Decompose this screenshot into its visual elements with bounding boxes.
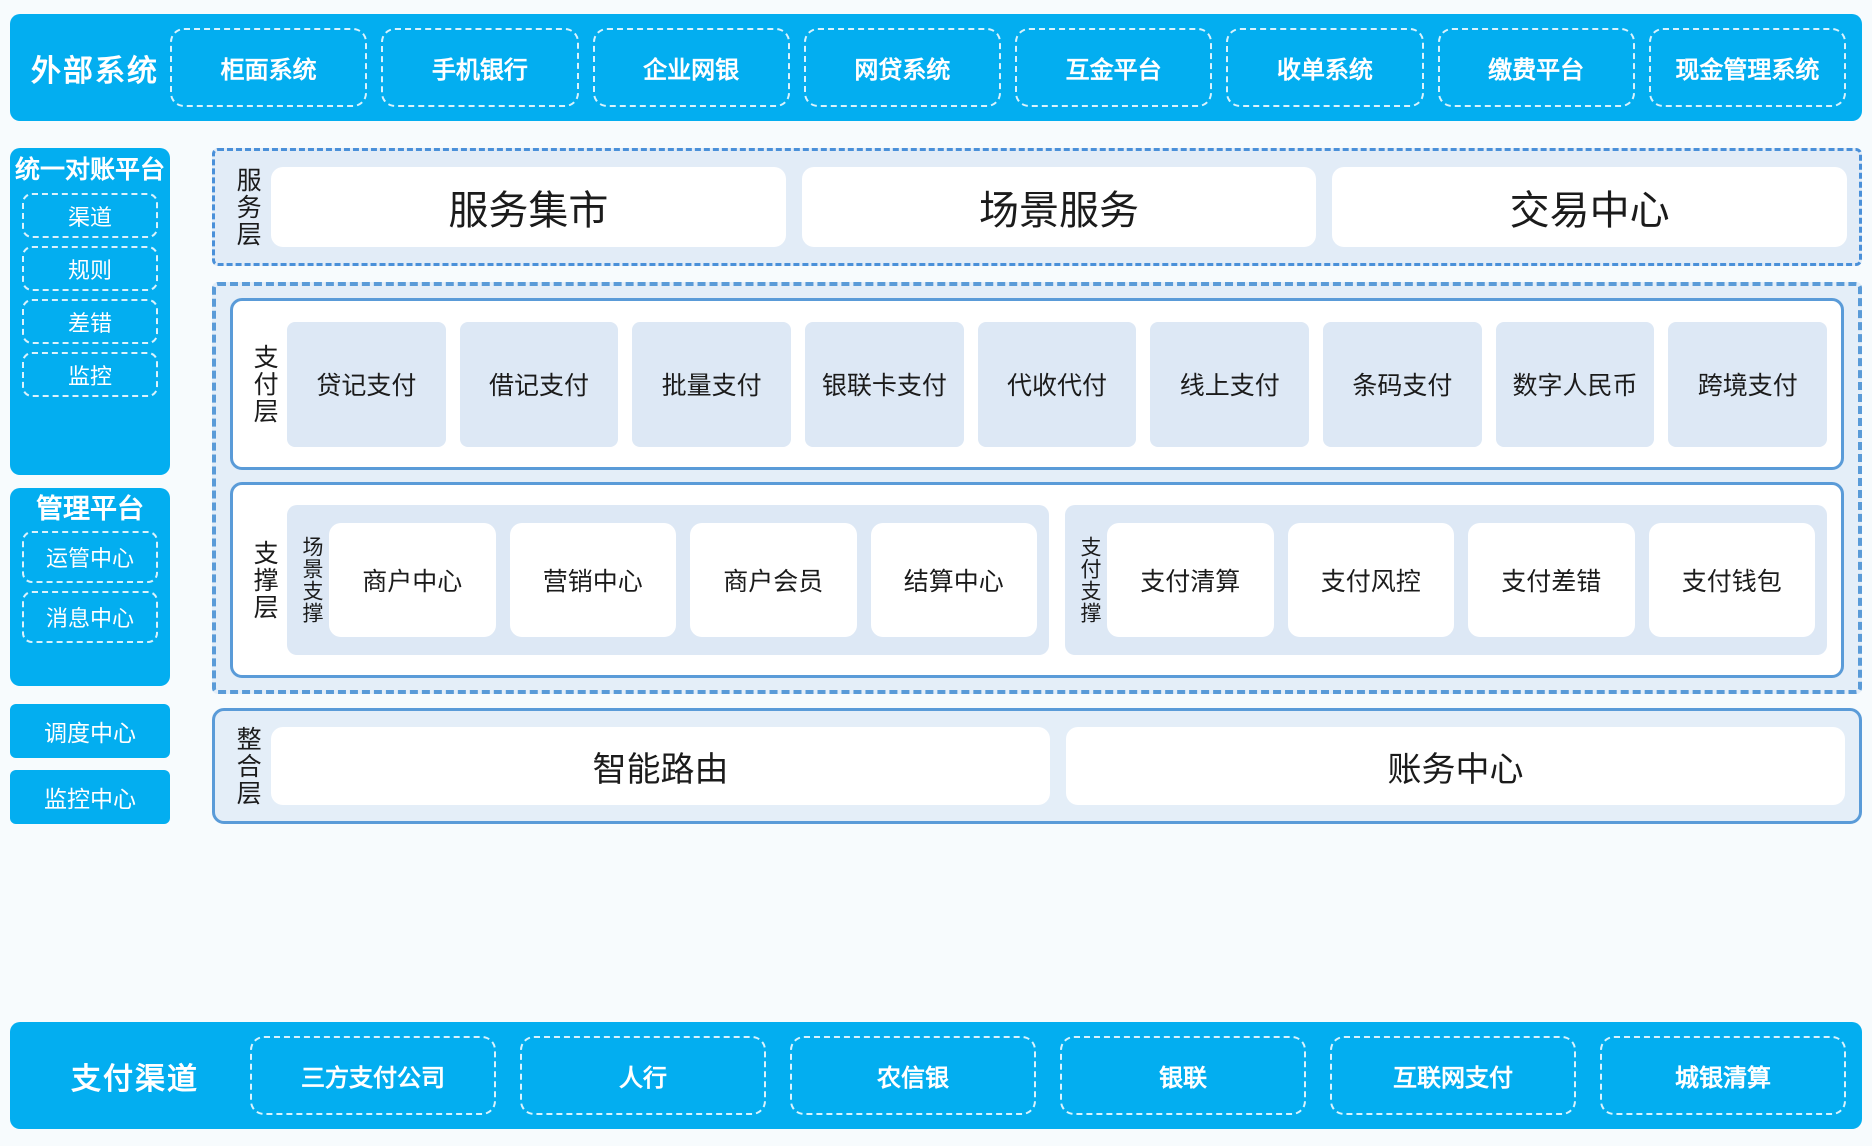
payment-item-barcode-payment[interactable]: 条码支付 <box>1323 321 1482 447</box>
integration-layer-items: 智能路由 账务中心 <box>271 719 1845 813</box>
payment-item-cross-border[interactable]: 跨境支付 <box>1668 321 1828 447</box>
support-layer-label: 支撑层 <box>250 539 279 621</box>
rail-chip-error[interactable]: 差错 <box>22 299 158 344</box>
payment-channel-chip[interactable]: 城银清算 <box>1600 1036 1846 1115</box>
support-group-scenario-items: 商户中心 营销中心 商户会员 结算中心 <box>329 511 1037 649</box>
support-layer: 支撑层 场景支撑 商户中心 营销中心 商户会员 结算中心 支付支撑 <box>230 482 1844 678</box>
support-group-scenario: 场景支撑 商户中心 营销中心 商户会员 结算中心 <box>287 505 1049 655</box>
payment-item-digital-rmb[interactable]: 数字人民币 <box>1495 321 1655 447</box>
support-group-payment-label: 支付支撑 <box>1078 536 1102 625</box>
external-system-chip[interactable]: 现金管理系统 <box>1648 28 1846 107</box>
support-item-payment-error[interactable]: 支付差错 <box>1468 523 1635 637</box>
support-group-payment-items: 支付清算 支付风控 支付差错 支付钱包 <box>1107 511 1815 649</box>
support-item-payment-clearing[interactable]: 支付清算 <box>1107 523 1274 637</box>
support-layer-groups: 场景支撑 商户中心 营销中心 商户会员 结算中心 支付支撑 支付清算 支付风控 … <box>287 493 1827 667</box>
integration-layer: 整合层 智能路由 账务中心 <box>212 708 1862 824</box>
payment-channel-chip[interactable]: 人行 <box>520 1036 766 1115</box>
external-systems-title: 外部系统 <box>31 54 159 88</box>
service-item-service-market[interactable]: 服务集市 <box>271 167 786 247</box>
support-item-payment-wallet[interactable]: 支付钱包 <box>1648 523 1815 637</box>
support-group-payment: 支付支撑 支付清算 支付风控 支付差错 支付钱包 <box>1065 505 1827 655</box>
support-item-settlement-center[interactable]: 结算中心 <box>870 523 1037 637</box>
integration-item-accounting-center[interactable]: 账务中心 <box>1066 727 1845 805</box>
rail-chip-rule[interactable]: 规则 <box>22 246 158 291</box>
support-item-marketing-center[interactable]: 营销中心 <box>509 523 676 637</box>
payment-channel-chip[interactable]: 互联网支付 <box>1330 1036 1576 1115</box>
service-layer-label: 服务层 <box>233 166 262 248</box>
external-system-chip[interactable]: 缴费平台 <box>1437 28 1635 107</box>
service-item-transaction-center[interactable]: 交易中心 <box>1332 167 1848 247</box>
support-item-payment-risk[interactable]: 支付风控 <box>1287 523 1454 637</box>
payment-layer-items: 贷记支付 借记支付 批量支付 银联卡支付 代收代付 线上支付 条码支付 数字人民… <box>287 309 1828 459</box>
external-system-chip[interactable]: 互金平台 <box>1015 28 1213 107</box>
rail-item-monitoring-center[interactable]: 监控中心 <box>10 770 170 824</box>
external-system-chip[interactable]: 企业网银 <box>592 28 790 107</box>
rail-chip-monitor[interactable]: 监控 <box>22 352 158 397</box>
support-item-merchant-center[interactable]: 商户中心 <box>329 523 496 637</box>
payment-channel-band: 支付渠道 三方支付公司 人行 农信银 银联 互联网支付 城银清算 <box>10 1022 1862 1129</box>
service-item-scenario-service[interactable]: 场景服务 <box>801 167 1317 247</box>
support-item-merchant-member[interactable]: 商户会员 <box>690 523 857 637</box>
payment-item-credit-payment[interactable]: 贷记支付 <box>287 321 446 447</box>
support-group-scenario-label: 场景支撑 <box>300 536 324 625</box>
external-system-chip[interactable]: 网贷系统 <box>803 28 1001 107</box>
external-system-chip[interactable]: 柜面系统 <box>170 28 368 107</box>
service-layer-items: 服务集市 场景服务 交易中心 <box>271 159 1848 255</box>
integration-layer-label: 整合层 <box>233 725 262 807</box>
payment-channel-chip[interactable]: 三方支付公司 <box>250 1036 496 1115</box>
integration-item-smart-routing[interactable]: 智能路由 <box>271 727 1050 805</box>
rail-chip-operations-center[interactable]: 运管中心 <box>22 531 158 583</box>
payment-channel-chip[interactable]: 银联 <box>1060 1036 1306 1115</box>
rail-card-reconciliation-platform: 统一对账平台 渠道 规则 差错 监控 <box>10 148 170 475</box>
external-systems-band: 外部系统 柜面系统 手机银行 企业网银 网贷系统 互金平台 收单系统 缴费平台 … <box>10 14 1862 121</box>
payment-channel-chip[interactable]: 农信银 <box>790 1036 1036 1115</box>
rail-item-dispatch-center[interactable]: 调度中心 <box>10 704 170 758</box>
payment-item-debit-payment[interactable]: 借记支付 <box>459 321 619 447</box>
payment-item-online-payment[interactable]: 线上支付 <box>1150 321 1310 447</box>
external-system-chip[interactable]: 收单系统 <box>1226 28 1424 107</box>
payment-channel-items: 三方支付公司 人行 农信银 银联 互联网支付 城银清算 <box>250 1036 1846 1115</box>
payment-channel-title: 支付渠道 <box>71 1062 199 1096</box>
rail-chip-message-center[interactable]: 消息中心 <box>22 591 158 643</box>
rail-card-management-platform: 管理平台 运管中心 消息中心 <box>10 488 170 686</box>
payment-item-unionpay-card[interactable]: 银联卡支付 <box>805 321 964 447</box>
payment-item-collection-payment[interactable]: 代收代付 <box>977 321 1137 447</box>
payment-layer-label: 支付层 <box>250 343 279 425</box>
core-layers-wrapper: 支付层 贷记支付 借记支付 批量支付 银联卡支付 代收代付 线上支付 条码支付 … <box>212 282 1862 694</box>
payment-item-batch-payment[interactable]: 批量支付 <box>632 321 792 447</box>
payment-layer: 支付层 贷记支付 借记支付 批量支付 银联卡支付 代收代付 线上支付 条码支付 … <box>230 298 1844 471</box>
service-layer: 服务层 服务集市 场景服务 交易中心 <box>212 148 1862 266</box>
rail-chip-channel[interactable]: 渠道 <box>22 193 158 238</box>
reconciliation-platform-title: 统一对账平台 <box>15 156 166 184</box>
management-platform-title: 管理平台 <box>36 494 144 524</box>
external-system-chip[interactable]: 手机银行 <box>381 28 579 107</box>
external-systems-items: 柜面系统 手机银行 企业网银 网贷系统 互金平台 收单系统 缴费平台 现金管理系… <box>170 28 1846 107</box>
